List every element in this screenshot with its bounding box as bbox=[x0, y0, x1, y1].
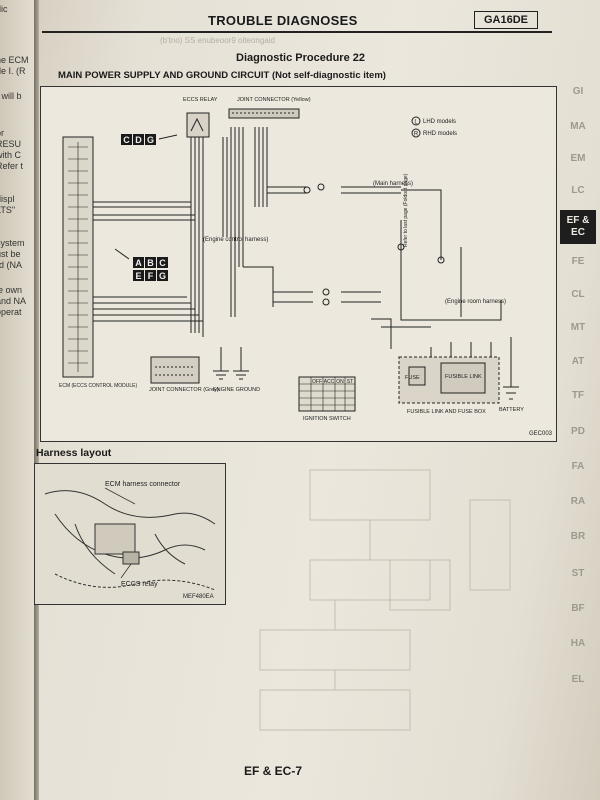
tab-em[interactable]: EM bbox=[570, 153, 586, 164]
tab-st[interactable]: ST bbox=[571, 568, 585, 579]
engine-ground-label: ENGINE GROUND bbox=[213, 387, 260, 393]
tab-at[interactable]: AT bbox=[571, 356, 585, 367]
circuit-title: MAIN POWER SUPPLY AND GROUND CIRCUIT (No… bbox=[58, 70, 386, 81]
wiring-diagram: C D G A B C E F G bbox=[40, 86, 557, 442]
tab-lc[interactable]: LC bbox=[571, 185, 585, 196]
joint-connector-grey-label: JOINT CONNECTOR (Grey) bbox=[149, 387, 219, 393]
engine-control-harness-label: (Engine control harness) bbox=[203, 237, 268, 243]
tab-bf[interactable]: BF bbox=[571, 603, 585, 614]
letter-box-label: E bbox=[135, 271, 141, 281]
letter-box-label: G bbox=[159, 271, 166, 281]
engine-room-harness-label: (Engine room harness) bbox=[445, 299, 506, 305]
rhd-legend-label: RHD models bbox=[423, 131, 457, 137]
letter-box-label: D bbox=[135, 135, 142, 145]
letter-boxes-grid: A B C E F G bbox=[114, 248, 168, 281]
fusible-link-box-label: FUSIBLE LINK AND FUSE BOX bbox=[407, 409, 486, 415]
ignition-switch-headers: OFF ACC ON ST bbox=[312, 379, 353, 385]
switch-header: ST bbox=[347, 379, 353, 385]
tab-tf[interactable]: TF bbox=[571, 390, 585, 401]
show-through-text: (b'tno) SS enubeoor9 oiteongaid bbox=[160, 36, 275, 45]
fusible-link-label: FUSIBLE LINK bbox=[445, 374, 482, 380]
section-index-tabs: GI MA EM LC EF & EC FE CL MT AT TF PD FA… bbox=[556, 0, 600, 800]
lhd-legend-label: LHD models bbox=[423, 119, 456, 125]
harness-layout-svg: ECM harness connector ECCS relay MEF480E… bbox=[44, 481, 216, 600]
letter-boxes-top: C D G bbox=[121, 134, 178, 145]
joint-connector-grey bbox=[150, 356, 200, 384]
tab-ha[interactable]: HA bbox=[570, 638, 586, 649]
ecm-unit-drawing bbox=[94, 523, 136, 555]
lhd-legend-code: L bbox=[414, 120, 418, 126]
fuse-symbol bbox=[408, 366, 426, 386]
model-code-box: GA16DE bbox=[474, 11, 538, 29]
procedure-title: Diagnostic Procedure 22 bbox=[236, 52, 365, 64]
wiring-diagram-svg: C D G A B C E F G bbox=[59, 97, 553, 437]
tab-ra[interactable]: RA bbox=[570, 496, 586, 507]
switch-header: ACC bbox=[324, 379, 335, 385]
diagram-code: GEC003 bbox=[529, 431, 553, 437]
tab-gi[interactable]: GI bbox=[572, 86, 584, 97]
tab-ma[interactable]: MA bbox=[570, 121, 586, 132]
letter-box-label: B bbox=[147, 258, 154, 268]
tab-cl[interactable]: CL bbox=[571, 289, 585, 300]
tab-el[interactable]: EL bbox=[571, 674, 585, 685]
battery-label: BATTERY bbox=[499, 407, 524, 413]
eccs-relay-symbol bbox=[186, 112, 210, 138]
ignition-switch-table bbox=[298, 376, 356, 412]
refer-last-page-label: Refer to last page (Foldout page) bbox=[403, 173, 409, 247]
engine-outline bbox=[44, 490, 216, 525]
tab-fe[interactable]: FE bbox=[571, 256, 585, 267]
ecm-pin-grid bbox=[68, 142, 88, 372]
harness-figure-code: MEF480EA bbox=[183, 594, 214, 600]
ecm-label: ECM (ECCS CONTROL MODULE) bbox=[59, 383, 137, 389]
engine-ground-symbol bbox=[213, 347, 229, 380]
tab-fa[interactable]: FA bbox=[571, 461, 585, 472]
page-header-title: TROUBLE DIAGNOSES bbox=[208, 13, 358, 28]
eccs-relay-callout: ECCS relay bbox=[121, 581, 158, 588]
fuse-label: FUSE bbox=[405, 375, 420, 381]
eccs-relay-label: ECCS RELAY bbox=[183, 97, 218, 103]
eccs-relay-drawing bbox=[122, 551, 140, 565]
letter-box-label: F bbox=[148, 271, 154, 281]
letter-box-label: C bbox=[123, 135, 130, 145]
tab-br[interactable]: BR bbox=[570, 531, 586, 542]
page-binding bbox=[34, 0, 39, 800]
switch-header: ON bbox=[336, 379, 344, 385]
tab-ef-ec[interactable]: EF & EC bbox=[560, 210, 596, 244]
previous-page-edge: dic he ECM de I. (R ) will b or RESU wit… bbox=[0, 0, 35, 800]
tab-mt[interactable]: MT bbox=[570, 322, 586, 333]
harness-layout-title: Harness layout bbox=[36, 447, 112, 459]
main-harness-label: (Main harness) bbox=[373, 181, 413, 187]
page-number: EF & EC-7 bbox=[244, 764, 303, 778]
fusible-link-symbol bbox=[440, 362, 486, 394]
ecm-connector-callout: ECM harness connector bbox=[105, 481, 181, 488]
show-through-flowchart bbox=[259, 469, 511, 731]
joint-connector-yellow-label: JOINT CONNECTOR (Yellow) bbox=[237, 97, 311, 103]
letter-box-label: G bbox=[147, 135, 154, 145]
harness-layout-figure: ECM harness connector ECCS relay MEF480E… bbox=[34, 463, 226, 605]
letter-box-label: C bbox=[159, 258, 166, 268]
letter-box-label: A bbox=[135, 258, 142, 268]
ignition-switch-label: IGNITION SWITCH bbox=[303, 416, 351, 422]
battery-symbol bbox=[503, 337, 519, 400]
rhd-legend-code: R bbox=[414, 132, 419, 138]
tab-pd[interactable]: PD bbox=[571, 426, 585, 437]
switch-header: OFF bbox=[312, 379, 322, 385]
header-rule bbox=[42, 31, 552, 33]
